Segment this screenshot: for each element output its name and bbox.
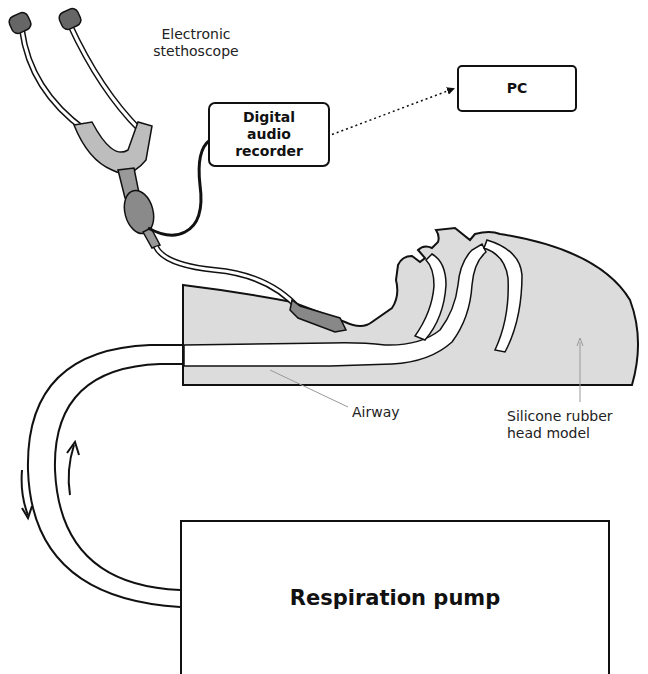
pump-box: Respiration pump [180,520,610,674]
stethoscope-label: Electronic stethoscope [140,26,252,60]
stethoscope [7,7,346,332]
recorder-box: Digital audio recorder [208,102,330,167]
airway-channel [184,244,486,366]
flow-arrows [22,442,79,518]
dotted-connector [332,89,454,135]
node-text: Respiration pump [290,586,501,611]
oral-cavity [415,254,446,340]
node-text: PC [507,80,528,97]
nasal-band [484,240,522,352]
pc-box: PC [457,65,577,112]
head-leader-head [577,338,583,346]
node-text: Digital audio recorder [227,109,311,160]
airway-label: Airway [352,404,432,421]
head-model [183,228,638,385]
airway-leader [270,370,348,407]
head-leader [580,342,581,402]
head-model-label: Silicone rubber head model [507,408,635,442]
